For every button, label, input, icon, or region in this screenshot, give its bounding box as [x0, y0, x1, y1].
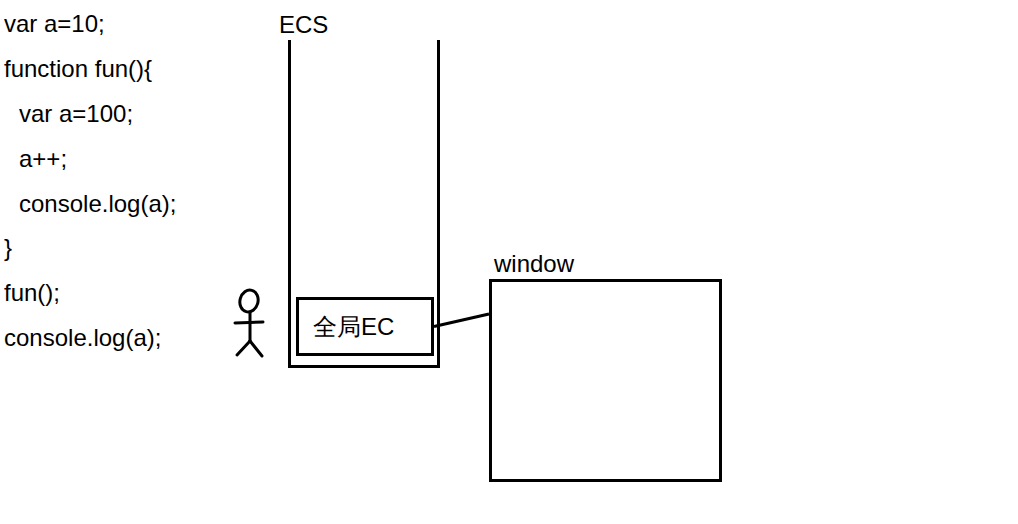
box-label: 全局EC — [313, 312, 394, 342]
code-line: console.log(a); — [19, 189, 176, 219]
object-box: window — [489, 279, 722, 482]
code-line: var a=10; — [4, 9, 105, 39]
box-heading: window — [494, 249, 574, 279]
code-line: a++; — [19, 144, 67, 174]
code-line: fun(); — [4, 278, 60, 308]
code-line: console.log(a); — [4, 323, 161, 353]
context-box: 全局EC — [296, 297, 434, 356]
figure-body — [249, 313, 252, 341]
code-line: function fun(){ — [4, 54, 152, 84]
figure-leg — [250, 341, 262, 356]
figure-leg — [237, 341, 250, 355]
code-line: } — [4, 233, 12, 263]
reference-line — [434, 314, 489, 327]
figure-head — [237, 288, 260, 314]
stack-container: ECS全局EC — [288, 40, 440, 368]
figure-arms — [235, 322, 263, 323]
code-line: var a=100; — [19, 99, 133, 129]
box-heading: ECS — [279, 10, 328, 40]
stack-outline-path — [290, 40, 439, 367]
